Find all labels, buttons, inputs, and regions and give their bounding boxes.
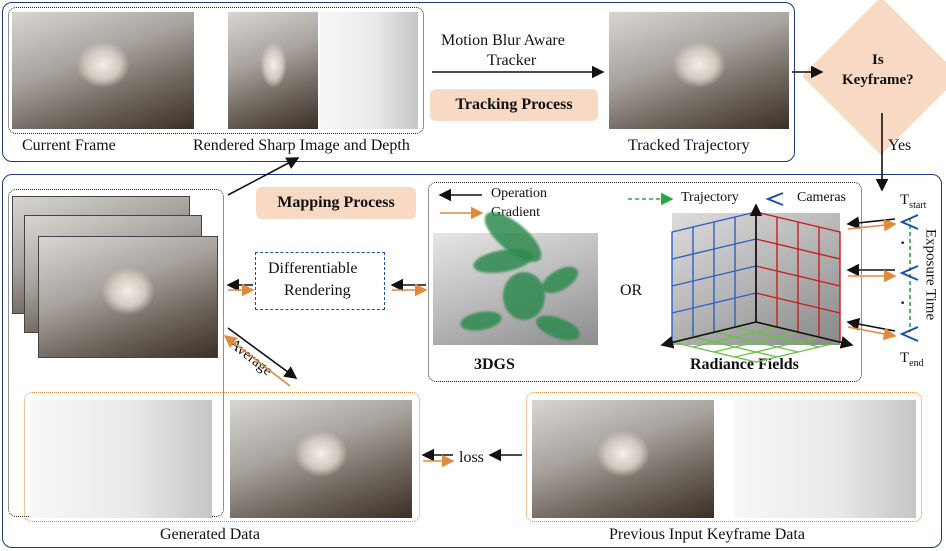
tracker-label-line1: Motion Blur Aware xyxy=(441,32,565,49)
decision-line2: Keyframe? xyxy=(842,72,914,88)
current-frame-label: Current Frame xyxy=(22,137,116,154)
previous-keyframe-label: Previous Input Keyframe Data xyxy=(609,526,805,543)
keyframe-stack-front xyxy=(38,236,218,358)
camera-icon-end xyxy=(899,326,919,342)
radiance-red-grid xyxy=(755,211,841,343)
rendered-sharp-image xyxy=(228,12,318,129)
camera-op-arrow-1 xyxy=(846,216,896,230)
differentiable-rendering-box xyxy=(255,252,385,310)
t-start-sub: start xyxy=(909,200,927,211)
average-gradient-arrow xyxy=(223,335,291,387)
previous-keyframe-box xyxy=(526,392,922,522)
generated-data-label: Generated Data xyxy=(160,526,260,543)
gaussian-ellipsoid xyxy=(503,272,545,320)
ellipsis-lower: · xyxy=(900,295,906,312)
stack-to-render-arrow xyxy=(227,157,300,196)
tracking-process-label: Tracking Process xyxy=(430,89,598,121)
tracked-trajectory-image xyxy=(609,12,789,129)
legend-trajectory-label: Trajectory xyxy=(681,190,739,205)
generated-depth-image xyxy=(30,400,212,518)
diff-rendering-line2: Rendering xyxy=(284,282,351,299)
camera-grad-arrow-1 xyxy=(847,218,897,232)
rendered-label: Rendered Sharp Image and Depth xyxy=(193,137,410,154)
camera-op-arrow-3 xyxy=(846,317,896,332)
t-end-text: T xyxy=(900,350,910,366)
radiance-axis-right xyxy=(755,321,854,349)
camera-grad-arrow-3 xyxy=(847,326,897,341)
generated-data-box xyxy=(24,392,420,522)
radiance-blue-grid xyxy=(671,211,757,343)
average-arrow xyxy=(227,327,298,379)
ellipsis-upper: · xyxy=(900,235,906,252)
current-frame-image xyxy=(12,12,194,129)
scene-representation-box xyxy=(428,182,862,382)
radiance-label: Radiance Fields xyxy=(690,356,799,373)
tracker-label-line2: Tracker xyxy=(487,52,537,69)
or-label: OR xyxy=(620,282,643,299)
decision-line1: Is xyxy=(872,52,884,68)
legend-camera-icon xyxy=(765,192,784,206)
legend-cameras-label: Cameras xyxy=(797,190,846,205)
camera-icon-start xyxy=(899,214,919,230)
radiance-axis-left xyxy=(660,321,757,349)
tracking-panel xyxy=(2,2,795,162)
rendered-depth-image xyxy=(320,12,418,129)
previous-keyframe-image xyxy=(532,400,714,518)
mapping-panel xyxy=(2,174,942,548)
t-start-text: T xyxy=(900,192,910,208)
loss-label: loss xyxy=(459,449,484,466)
yes-label: Yes xyxy=(888,137,912,154)
gs-label: 3DGS xyxy=(474,356,515,373)
tracked-trajectory-label: Tracked Trajectory xyxy=(628,137,750,154)
previous-keyframe-depth xyxy=(734,400,916,518)
t-start-label: Tstart xyxy=(900,192,926,211)
t-end-sub: end xyxy=(909,358,924,369)
camera-icon-mid xyxy=(899,265,919,281)
legend-operation-label: Operation xyxy=(491,186,547,201)
generated-image xyxy=(230,400,412,518)
diff-rendering-line1: Differentiable xyxy=(268,260,358,277)
t-end-label: Tend xyxy=(900,350,924,369)
mapping-process-label: Mapping Process xyxy=(256,187,416,219)
radiance-green-grid xyxy=(671,321,841,363)
tracking-images-group xyxy=(8,7,424,134)
